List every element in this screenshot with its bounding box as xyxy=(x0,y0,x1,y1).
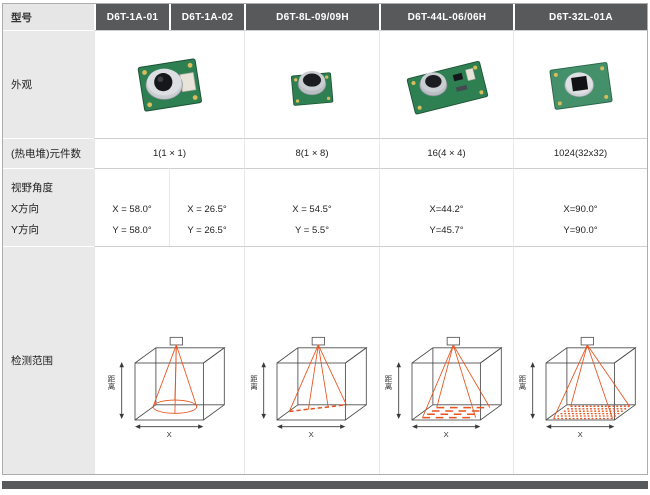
fov-title-label: 视野角度 xyxy=(11,182,53,194)
x-axis-label: X xyxy=(166,430,171,439)
fov-cell-d6t-32l: X=90.0° Y=90.0° xyxy=(513,168,647,246)
fov-cell-d6t-44l: X=44.2° Y=45.7° xyxy=(379,168,513,246)
product-photo-d6t-1a-image xyxy=(137,57,202,112)
fov-x-value: X = 54.5° xyxy=(292,204,332,215)
x-axis-arrow xyxy=(134,424,203,429)
x-axis-arrow xyxy=(545,424,614,429)
element-count-d6t-44l: 16(4 × 4) xyxy=(379,138,513,168)
photo-cell-d6t-44l xyxy=(379,30,513,138)
x-axis-arrow xyxy=(277,424,346,429)
fov-y-value: Y = 5.5° xyxy=(295,225,329,236)
detection-cell-d6t-44l: 距离 xyxy=(379,246,513,474)
fov-x-value: X = 58.0° xyxy=(112,204,152,215)
product-photo-d6t-44l-image xyxy=(406,60,488,114)
detection-diagram-d6t-8l: 距离 xyxy=(250,325,374,445)
header-cell-d6t-1a-02: D6T-1A-02 xyxy=(169,4,244,30)
detection-range-diagram-d6t-1a: X xyxy=(118,336,226,439)
fov-x-value: X=44.2° xyxy=(429,204,464,215)
fov-y-value: Y = 26.5° xyxy=(187,225,227,236)
photo-cell-d6t-1a xyxy=(94,30,244,138)
row-label-detection: 检测范围 xyxy=(3,246,94,474)
header-cell-d6t-32l: D6T-32L-01A xyxy=(513,4,647,30)
fov-y-value: Y=45.7° xyxy=(429,225,464,236)
distance-arrow xyxy=(395,362,401,420)
detection-cone xyxy=(288,344,347,413)
photo-cell-d6t-8l xyxy=(244,30,379,138)
x-axis-label: X xyxy=(309,430,314,439)
x-axis-label: X xyxy=(577,430,582,439)
fov-cell-d6t-1a-02: X = 26.5° Y = 26.5° xyxy=(169,168,244,246)
detection-cone xyxy=(152,344,197,414)
distance-arrow xyxy=(118,362,124,420)
row-label-element-count: (热电堆)元件数 xyxy=(3,138,94,168)
fov-cell-d6t-1a-01: X = 58.0° Y = 58.0° xyxy=(94,168,169,246)
row-label-appearance: 外观 xyxy=(3,30,94,138)
distance-axis-label: 距离 xyxy=(249,375,259,390)
element-count-d6t-8l: 8(1 × 8) xyxy=(244,138,379,168)
fov-y-value: Y=90.0° xyxy=(563,225,598,236)
header-cell-d6t-1a-01: D6T-1A-01 xyxy=(94,4,169,30)
distance-axis-label: 距离 xyxy=(107,375,116,390)
fov-y-direction-label: Y方向 xyxy=(11,224,40,236)
fov-y-value: Y = 58.0° xyxy=(112,225,152,236)
distance-axis-label: 距离 xyxy=(384,375,393,390)
x-axis-arrow xyxy=(411,424,480,429)
fov-x-value: X=90.0° xyxy=(563,204,598,215)
detection-diagram-d6t-44l: 距离 xyxy=(384,325,509,445)
detection-diagram-d6t-32l: 距离 xyxy=(518,325,643,445)
spec-table: 型号 D6T-1A-01 D6T-1A-02 D6T-8L-09/09H D6T… xyxy=(3,4,647,474)
product-photo-d6t-32l-image xyxy=(549,61,612,110)
fov-x-value: X = 26.5° xyxy=(187,204,227,215)
fov-cell-d6t-8l: X = 54.5° Y = 5.5° xyxy=(244,168,379,246)
header-cell-d6t-44l: D6T-44L-06/06H xyxy=(379,4,513,30)
header-cell-d6t-8l: D6T-8L-09/09H xyxy=(244,4,379,30)
detection-cone xyxy=(552,344,630,420)
product-photo-d6t-8l-image xyxy=(290,70,334,106)
spec-table-frame: 型号 D6T-1A-01 D6T-1A-02 D6T-8L-09/09H D6T… xyxy=(2,3,648,475)
element-count-d6t-1a: 1(1 × 1) xyxy=(94,138,244,168)
detection-cell-d6t-1a: 距离 xyxy=(94,246,244,474)
next-section-header-strip xyxy=(2,481,648,489)
distance-arrow xyxy=(261,362,266,420)
detection-range-diagram-d6t-8l: X xyxy=(261,336,368,439)
header-cell-model: 型号 xyxy=(3,4,94,30)
x-axis-label: X xyxy=(443,430,448,439)
detection-cell-d6t-32l: 距离 xyxy=(513,246,647,474)
element-count-d6t-32l: 1024(32x32) xyxy=(513,138,647,168)
distance-axis-label: 距离 xyxy=(518,375,527,390)
photo-cell-d6t-32l xyxy=(513,30,647,138)
distance-arrow xyxy=(529,362,535,420)
row-label-fov: 视野角度 X方向 Y方向 xyxy=(3,168,94,246)
detection-range-diagram-d6t-44l: X xyxy=(395,336,503,439)
fov-x-direction-label: X方向 xyxy=(11,203,40,215)
detection-diagram-d6t-1a: 距离 xyxy=(107,325,232,445)
detection-cell-d6t-8l: 距离 xyxy=(244,246,379,474)
detection-range-diagram-d6t-32l: X xyxy=(529,336,637,439)
